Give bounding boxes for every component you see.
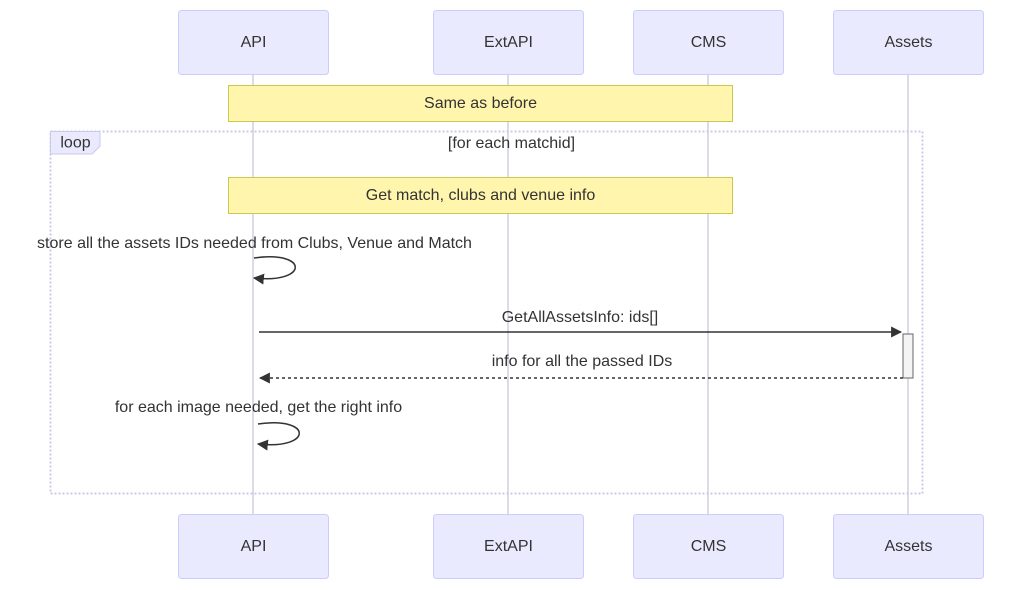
message-label: info for all the passed IDs (492, 353, 673, 370)
loop-condition: [for each matchid] (448, 135, 575, 152)
message-info-return: info for all the passed IDs (258, 353, 903, 384)
actor-label: CMS (691, 34, 727, 51)
actor-top-api: API (178, 10, 329, 75)
self-call-arrow (252, 256, 296, 285)
actor-label: Assets (884, 538, 932, 555)
message-label: for each image needed, get the right inf… (115, 399, 402, 416)
actor-label: ExtAPI (484, 538, 533, 555)
actor-label: ExtAPI (484, 34, 533, 51)
message-get-all-assets-info: GetAllAssetsInfo: ids[] (259, 309, 903, 338)
note-get-match-info: Get match, clubs and venue info (228, 177, 733, 214)
actor-label: CMS (691, 538, 727, 555)
loop-frame: loop [for each matchid] (49, 130, 924, 495)
message-label: store all the assets IDs needed from Clu… (37, 235, 472, 252)
actor-top-cms: CMS (633, 10, 784, 75)
note-text: Same as before (424, 95, 537, 112)
loop-keyword: loop (60, 135, 90, 152)
self-call-arrow (256, 422, 300, 451)
actor-top-assets: Assets (833, 10, 984, 75)
note-same-as-before: Same as before (228, 85, 733, 122)
actor-bottom-cms: CMS (633, 514, 784, 579)
actor-top-extapi: ExtAPI (433, 10, 584, 75)
actor-label: Assets (884, 34, 932, 51)
actor-label: API (241, 538, 267, 555)
message-label: GetAllAssetsInfo: ids[] (502, 309, 659, 326)
actor-bottom-api: API (178, 514, 329, 579)
activation-bar-assets (902, 333, 914, 379)
message-each-image: for each image needed, get the right inf… (115, 399, 402, 451)
actor-bottom-assets: Assets (833, 514, 984, 579)
message-store-asset-ids: store all the assets IDs needed from Clu… (37, 235, 472, 285)
note-text: Get match, clubs and venue info (366, 187, 596, 204)
actor-bottom-extapi: ExtAPI (433, 514, 584, 579)
actor-label: API (241, 34, 267, 51)
